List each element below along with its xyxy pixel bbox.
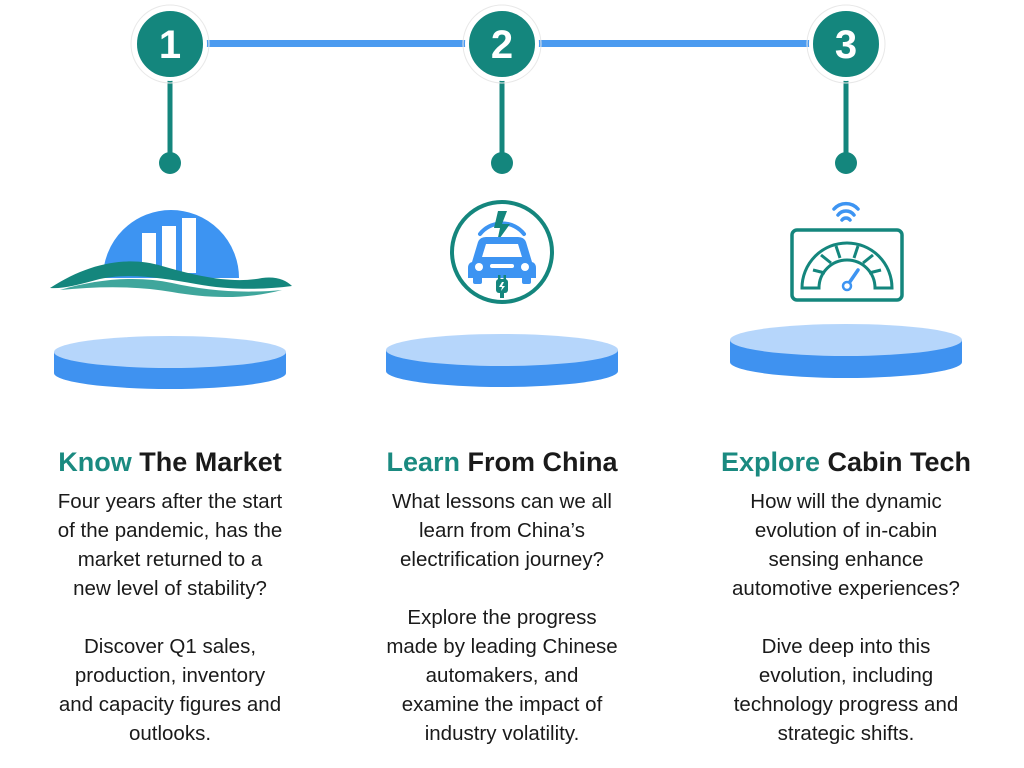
stem-dot-3 bbox=[835, 152, 857, 174]
ghost-number: 1 bbox=[206, 102, 225, 140]
step-column-1: Know The Market Four years after the sta… bbox=[20, 443, 320, 748]
step-description-1: Discover Q1 sales, production, inventory… bbox=[58, 635, 282, 745]
pedestal-2 bbox=[386, 334, 618, 387]
stem-2 bbox=[499, 70, 505, 162]
svg-text:3: 3 bbox=[835, 23, 857, 67]
bar-chart-wave-icon bbox=[50, 210, 292, 297]
step-title-1: Know The Market bbox=[58, 447, 282, 477]
svg-text:2: 2 bbox=[491, 23, 513, 67]
stem-dot-2 bbox=[491, 152, 513, 174]
pedestal-1 bbox=[54, 336, 286, 389]
step-badge-3: 3 bbox=[806, 4, 886, 84]
electric-car-icon bbox=[450, 200, 554, 304]
step-badge-2: 2 bbox=[462, 4, 542, 84]
step-title-3: Explore Cabin Tech bbox=[720, 447, 972, 477]
stem-dot-1 bbox=[159, 152, 181, 174]
stem-1 bbox=[167, 70, 173, 162]
dashboard-gauge-icon bbox=[790, 201, 904, 302]
stem-3 bbox=[843, 70, 849, 162]
step-description-3: Dive deep into this evolution, including… bbox=[733, 635, 959, 745]
step-question-1: Four years after the start of the pandem… bbox=[57, 490, 283, 600]
pedestal-3 bbox=[730, 324, 962, 378]
step-column-2: Learn From China What lessons can we all… bbox=[352, 443, 652, 748]
step-badge-1: 1 bbox=[130, 4, 210, 84]
step-title-2: Learn From China bbox=[386, 447, 618, 477]
step-column-3: Explore Cabin Tech How will the dynamic … bbox=[696, 443, 996, 748]
step-description-2: Explore the progress made by leading Chi… bbox=[386, 606, 618, 745]
svg-text:1: 1 bbox=[159, 23, 181, 67]
step-question-2: What lessons can we all learn from China… bbox=[392, 490, 612, 571]
step-question-3: How will the dynamic evolution of in-cab… bbox=[732, 490, 960, 600]
